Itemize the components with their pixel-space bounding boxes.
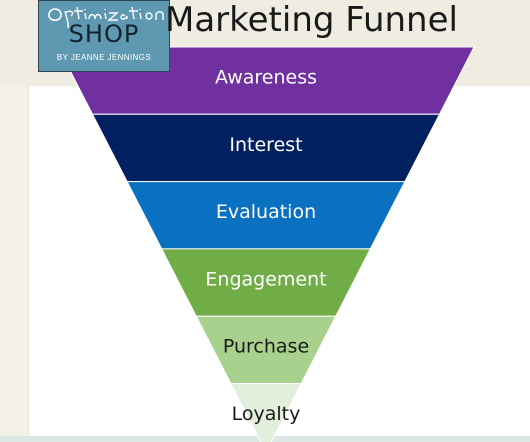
page-title: Marketing Funnel [165,0,458,40]
funnel-stage-label-engagement: Engagement [205,268,326,290]
logo-shop-text: SHOP [68,20,140,48]
optimization-shop-logo: SHOP BY JEANNE JENNINGS [38,0,170,72]
funnel-stage-label-loyalty: Loyalty [232,403,301,425]
logo-byline: BY JEANNE JENNINGS [56,53,152,62]
funnel-stage-label-evaluation: Evaluation [216,201,316,223]
logo-script-wordmark [48,6,164,29]
funnel-stage-loyalty [230,383,302,442]
funnel-stage-label-purchase: Purchase [223,336,309,358]
funnel-stage-label-awareness: Awareness [215,67,317,89]
funnel-stage-label-interest: Interest [229,134,302,156]
